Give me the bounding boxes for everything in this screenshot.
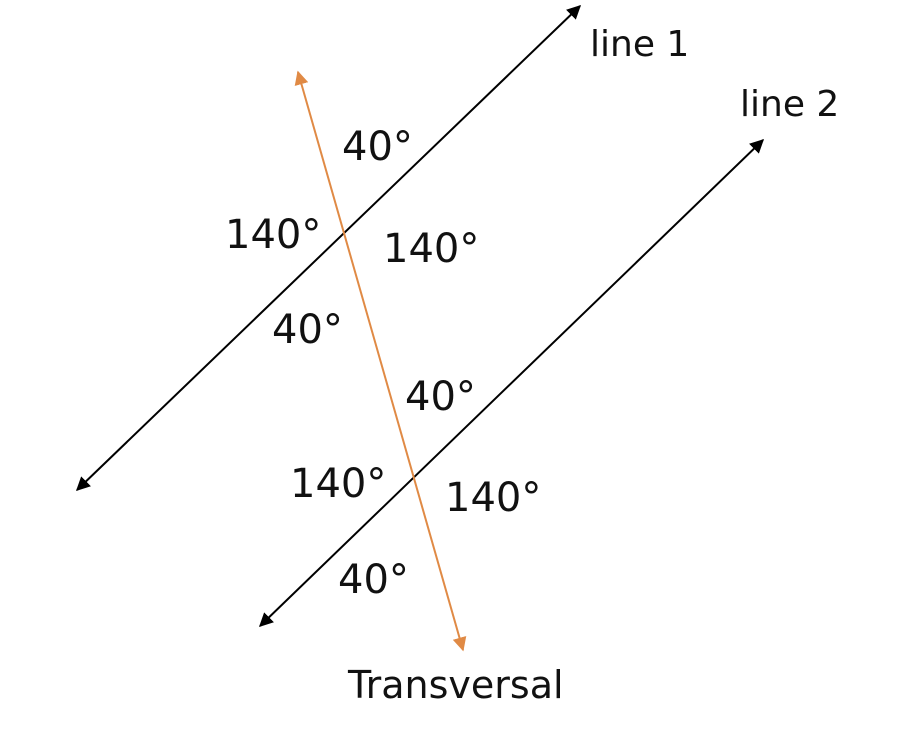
- line-2: [258, 139, 765, 627]
- line-1-label: line 1: [590, 24, 689, 65]
- angle-line2-right: 140°: [445, 475, 541, 521]
- line-2-label: line 2: [740, 84, 839, 125]
- angle-line2-left: 140°: [290, 461, 386, 507]
- line-1: [75, 5, 582, 491]
- angle-line2-top: 40°: [405, 374, 476, 420]
- angle-line2-bottom: 40°: [338, 557, 409, 603]
- angle-line1-bottom: 40°: [272, 307, 343, 353]
- angle-line1-right: 140°: [383, 226, 479, 272]
- transversal-line: [294, 70, 467, 652]
- angle-line1-top: 40°: [342, 124, 413, 170]
- angle-line1-left: 140°: [225, 212, 321, 258]
- transversal-label: Transversal: [347, 663, 564, 707]
